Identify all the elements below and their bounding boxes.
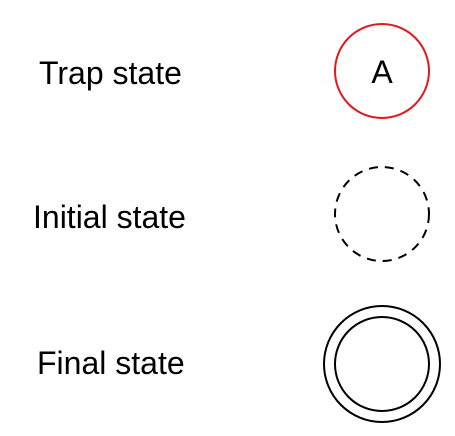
initial-state-symbol: [334, 166, 430, 262]
red-circle-state-icon: [334, 23, 430, 119]
trap-state-symbol-text: A: [371, 54, 393, 90]
dashed-circle-state-icon: [334, 166, 430, 262]
final-state-symbol: [323, 305, 441, 423]
trap-state-symbol: A: [334, 23, 430, 119]
final-state-label: Final state: [37, 345, 185, 381]
double-circle-state-icon: [334, 316, 430, 412]
initial-state-label: Initial state: [33, 199, 186, 235]
final-state-outer-ring: [323, 305, 441, 423]
trap-state-label: Trap state: [39, 55, 182, 91]
